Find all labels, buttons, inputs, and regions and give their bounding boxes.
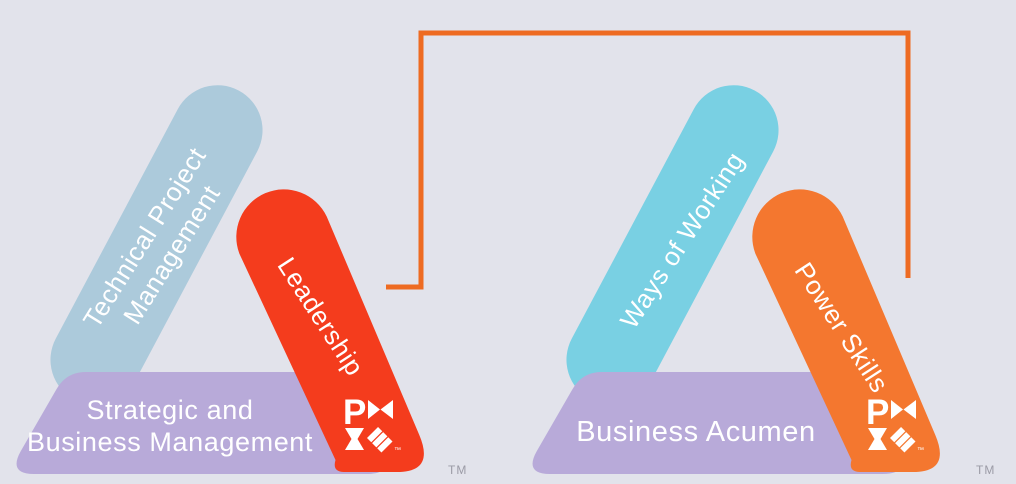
strategic-label-line2: Business Management [27,427,313,457]
business-acumen-bar [532,372,901,474]
pmi-logo-m-left-triangle [891,400,903,419]
pmi-logo-hourglass [868,428,887,450]
pmi-logo: P ™ [866,393,924,454]
power-skills-bar [752,189,940,472]
strategic-business-management-bar [16,372,385,474]
pmi-logo-m-right-triangle [380,400,393,419]
pmi-logo-stripes [367,427,393,453]
pmi-logo-tm: ™ [917,447,924,454]
pmi-logo-p: P [866,393,889,432]
trademark-left: TM [448,463,467,477]
strategic-label-line1: Strategic and [87,395,254,425]
pmi-logo-m-left-triangle [368,400,380,419]
pmi-logo: P ™ [343,393,401,454]
connector-bracket [386,30,911,290]
current-talent-triangle: Ways of Working Power Skills Business Ac… [532,85,995,477]
pmi-logo-hourglass [345,428,364,450]
ways-of-working-bar [566,85,779,405]
pmi-logo-stripes [890,427,916,453]
trademark-right: TM [976,463,995,477]
pmi-logo-m-right-triangle [903,400,916,419]
leadership-bar [236,189,424,472]
pmi-logo-tm: ™ [394,447,401,454]
technical-project-management-bar [50,85,263,405]
business-acumen-label: Business Acumen [576,416,816,448]
pmi-logo-p: P [343,393,366,432]
